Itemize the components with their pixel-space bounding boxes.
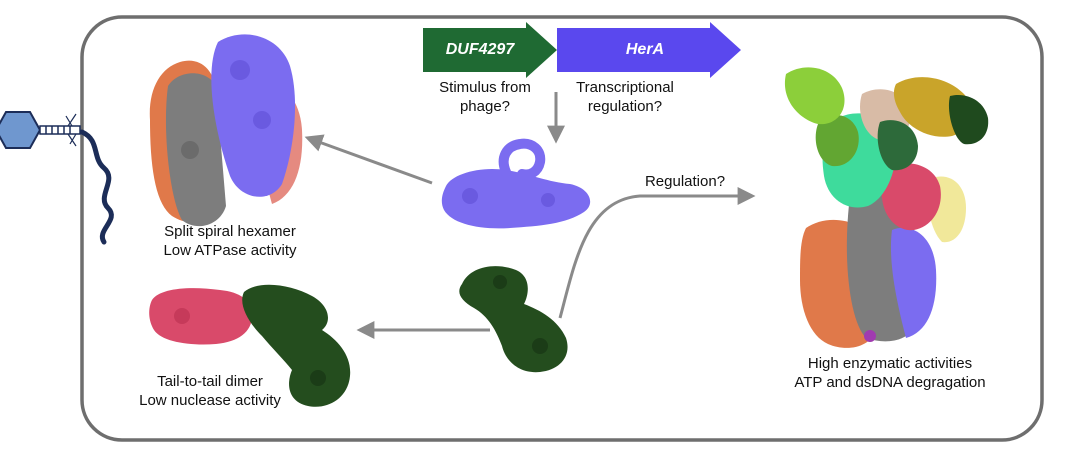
gene-duf4297-label: DUF4297 [445,41,515,58]
duf4297-protein-structure [459,266,568,373]
arrow-regulation [558,187,756,319]
phage-icon [0,111,114,245]
arrow-to-hexamer [304,134,433,185]
regulation-label: Regulation? [644,173,726,190]
dimer-structure [149,284,351,407]
cell-border [80,15,1044,442]
gene-hera-label: HerA [625,41,665,58]
complex-structure [784,67,989,348]
gene-hera-arrow [557,22,741,78]
hexamer-structure [149,34,303,227]
hera-protein-structure [441,138,591,229]
gene-duf4297-arrow [423,22,557,78]
